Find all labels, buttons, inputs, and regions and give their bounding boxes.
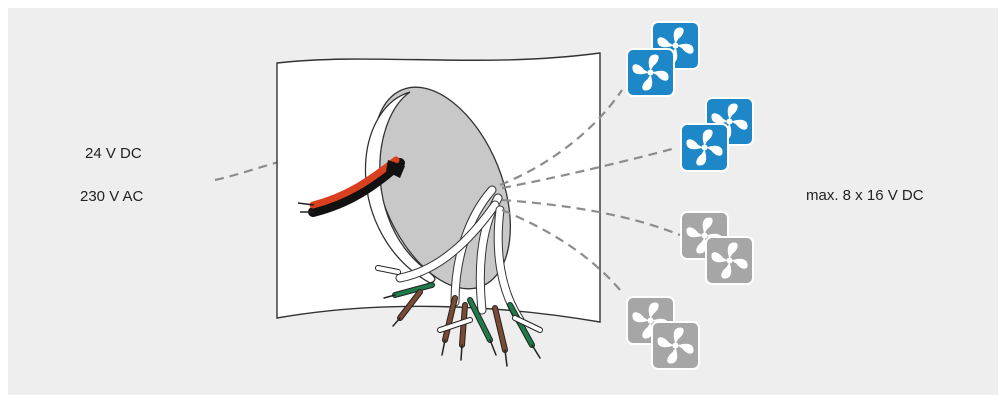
- fan-active-2-icon: [626, 48, 675, 97]
- output-wires: [375, 265, 543, 367]
- input-voltage-ac-label: 230 V AC: [80, 188, 144, 205]
- fan-group: [626, 21, 754, 370]
- output-rating-label: max. 8 x 16 V DC: [806, 187, 924, 204]
- fan-inactive-6-icon: [705, 236, 754, 285]
- input-voltage-dc-label: 24 V DC: [85, 145, 142, 162]
- power-cable: [297, 156, 405, 217]
- controller-device: [364, 86, 511, 290]
- fan-inactive-8-icon: [651, 321, 700, 370]
- fan-active-4-icon: [680, 123, 729, 172]
- output-dashed-lines: [499, 89, 681, 291]
